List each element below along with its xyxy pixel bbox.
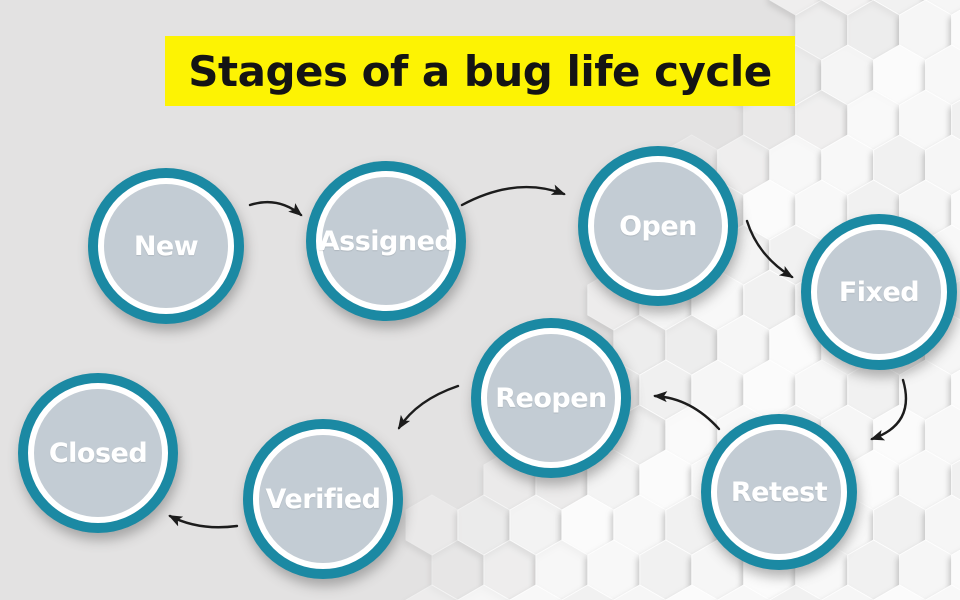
- stage-label-retest: Retest: [730, 476, 828, 508]
- stage-circle-retest: Retest: [701, 414, 857, 570]
- stage-label-fixed: Fixed: [838, 276, 920, 308]
- stage-label-closed: Closed: [48, 437, 148, 469]
- stage-circle-closed: Closed: [18, 373, 178, 533]
- title-banner: Stages of a bug life cycle: [165, 36, 795, 106]
- stage-circle-open: Open: [578, 146, 738, 306]
- stage-label-open: Open: [619, 210, 697, 242]
- page-title: Stages of a bug life cycle: [188, 46, 772, 96]
- stage-circle-verified: Verified: [243, 419, 403, 579]
- stage-circle-fixed: Fixed: [801, 214, 957, 370]
- stage-circle-new: New: [88, 168, 244, 324]
- stage-circle-inner: Open: [588, 156, 728, 296]
- stage-label-verified: Verified: [265, 483, 381, 515]
- stage-circle-inner: Verified: [253, 429, 393, 569]
- stage-circle-inner: Reopen: [481, 328, 621, 468]
- stage-label-assigned: Assigned: [318, 225, 454, 257]
- stage-circle-assigned: Assigned: [306, 161, 466, 321]
- stage-label-reopen: Reopen: [495, 382, 607, 414]
- stage-circle-inner: Assigned: [316, 171, 456, 311]
- stage-circle-inner: Fixed: [811, 224, 947, 360]
- stage-label-new: New: [133, 230, 199, 262]
- stage-circle-inner: Retest: [711, 424, 847, 560]
- stage-circle-inner: Closed: [28, 383, 168, 523]
- stage-circle-reopen: Reopen: [471, 318, 631, 478]
- stage-circle-inner: New: [98, 178, 234, 314]
